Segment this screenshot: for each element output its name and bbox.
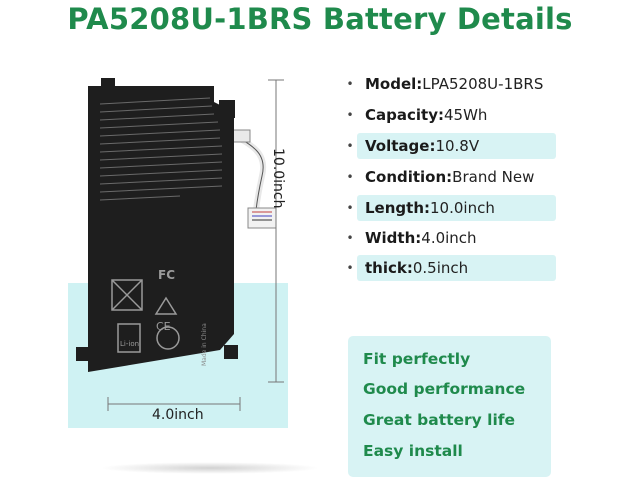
- weee-bin-icon: [111, 279, 143, 311]
- spec-capacity: • Capacity:45Wh: [343, 102, 556, 128]
- battery-shadow: [100, 462, 320, 474]
- spec-value: 45Wh: [443, 106, 488, 124]
- mount-tab: [224, 345, 238, 359]
- fc-mark: FC: [158, 268, 175, 282]
- bullet: •: [346, 108, 354, 122]
- width-dimension-label: 4.0inch: [152, 407, 204, 423]
- length-dimension-label: 10.0inch: [270, 148, 286, 209]
- spec-value: 10.0inch: [430, 199, 495, 217]
- spec-model: • Model:LPA5208U-1BRS: [343, 71, 556, 97]
- warning-icon: [154, 296, 178, 315]
- spec-value: 0.5inch: [412, 259, 469, 277]
- bullet: •: [346, 231, 354, 245]
- cable-connector: [231, 129, 251, 143]
- bullet: •: [346, 170, 354, 184]
- spec-label: Width:: [365, 229, 422, 247]
- liion-box-icon: [117, 323, 141, 353]
- spec-thick: • thick:0.5inch: [343, 255, 556, 281]
- spec-voltage: • Voltage: 10.8V: [343, 133, 556, 159]
- bullet: •: [346, 261, 354, 275]
- spec-label: Voltage:: [365, 137, 436, 155]
- feature-item: Good performance: [363, 380, 526, 398]
- bullet: •: [346, 139, 354, 153]
- spec-value: Brand New: [452, 168, 535, 186]
- spec-value: 4.0inch: [421, 229, 477, 247]
- mount-tab: [76, 347, 90, 361]
- spec-length: • Length:10.0inch: [343, 195, 556, 221]
- battery-connector: [247, 207, 277, 229]
- ce-mark: CE: [156, 320, 171, 333]
- spec-condition: • Condition: Brand New: [343, 164, 556, 190]
- feature-item: Easy install: [363, 442, 463, 460]
- spec-label: Length:: [365, 199, 430, 217]
- recycle-icon: [156, 326, 180, 350]
- feature-item: Great battery life: [363, 411, 516, 429]
- features-panel: Fit perfectly Good performance Great bat…: [348, 336, 551, 477]
- feature-item: Fit perfectly: [363, 350, 471, 368]
- spec-width: • Width:4.0inch: [343, 225, 556, 251]
- spec-label: Capacity:: [365, 106, 444, 124]
- spec-label: Condition:: [365, 168, 453, 186]
- spec-value: 10.8V: [435, 137, 480, 155]
- spec-label: thick:: [365, 259, 413, 277]
- battery-body: [88, 86, 234, 372]
- bullet: •: [346, 77, 354, 91]
- spec-value: LPA5208U-1BRS: [422, 75, 544, 93]
- spec-label: Model:: [365, 75, 423, 93]
- page-title: PA5208U-1BRS Battery Details: [67, 2, 573, 36]
- bullet: •: [346, 201, 354, 215]
